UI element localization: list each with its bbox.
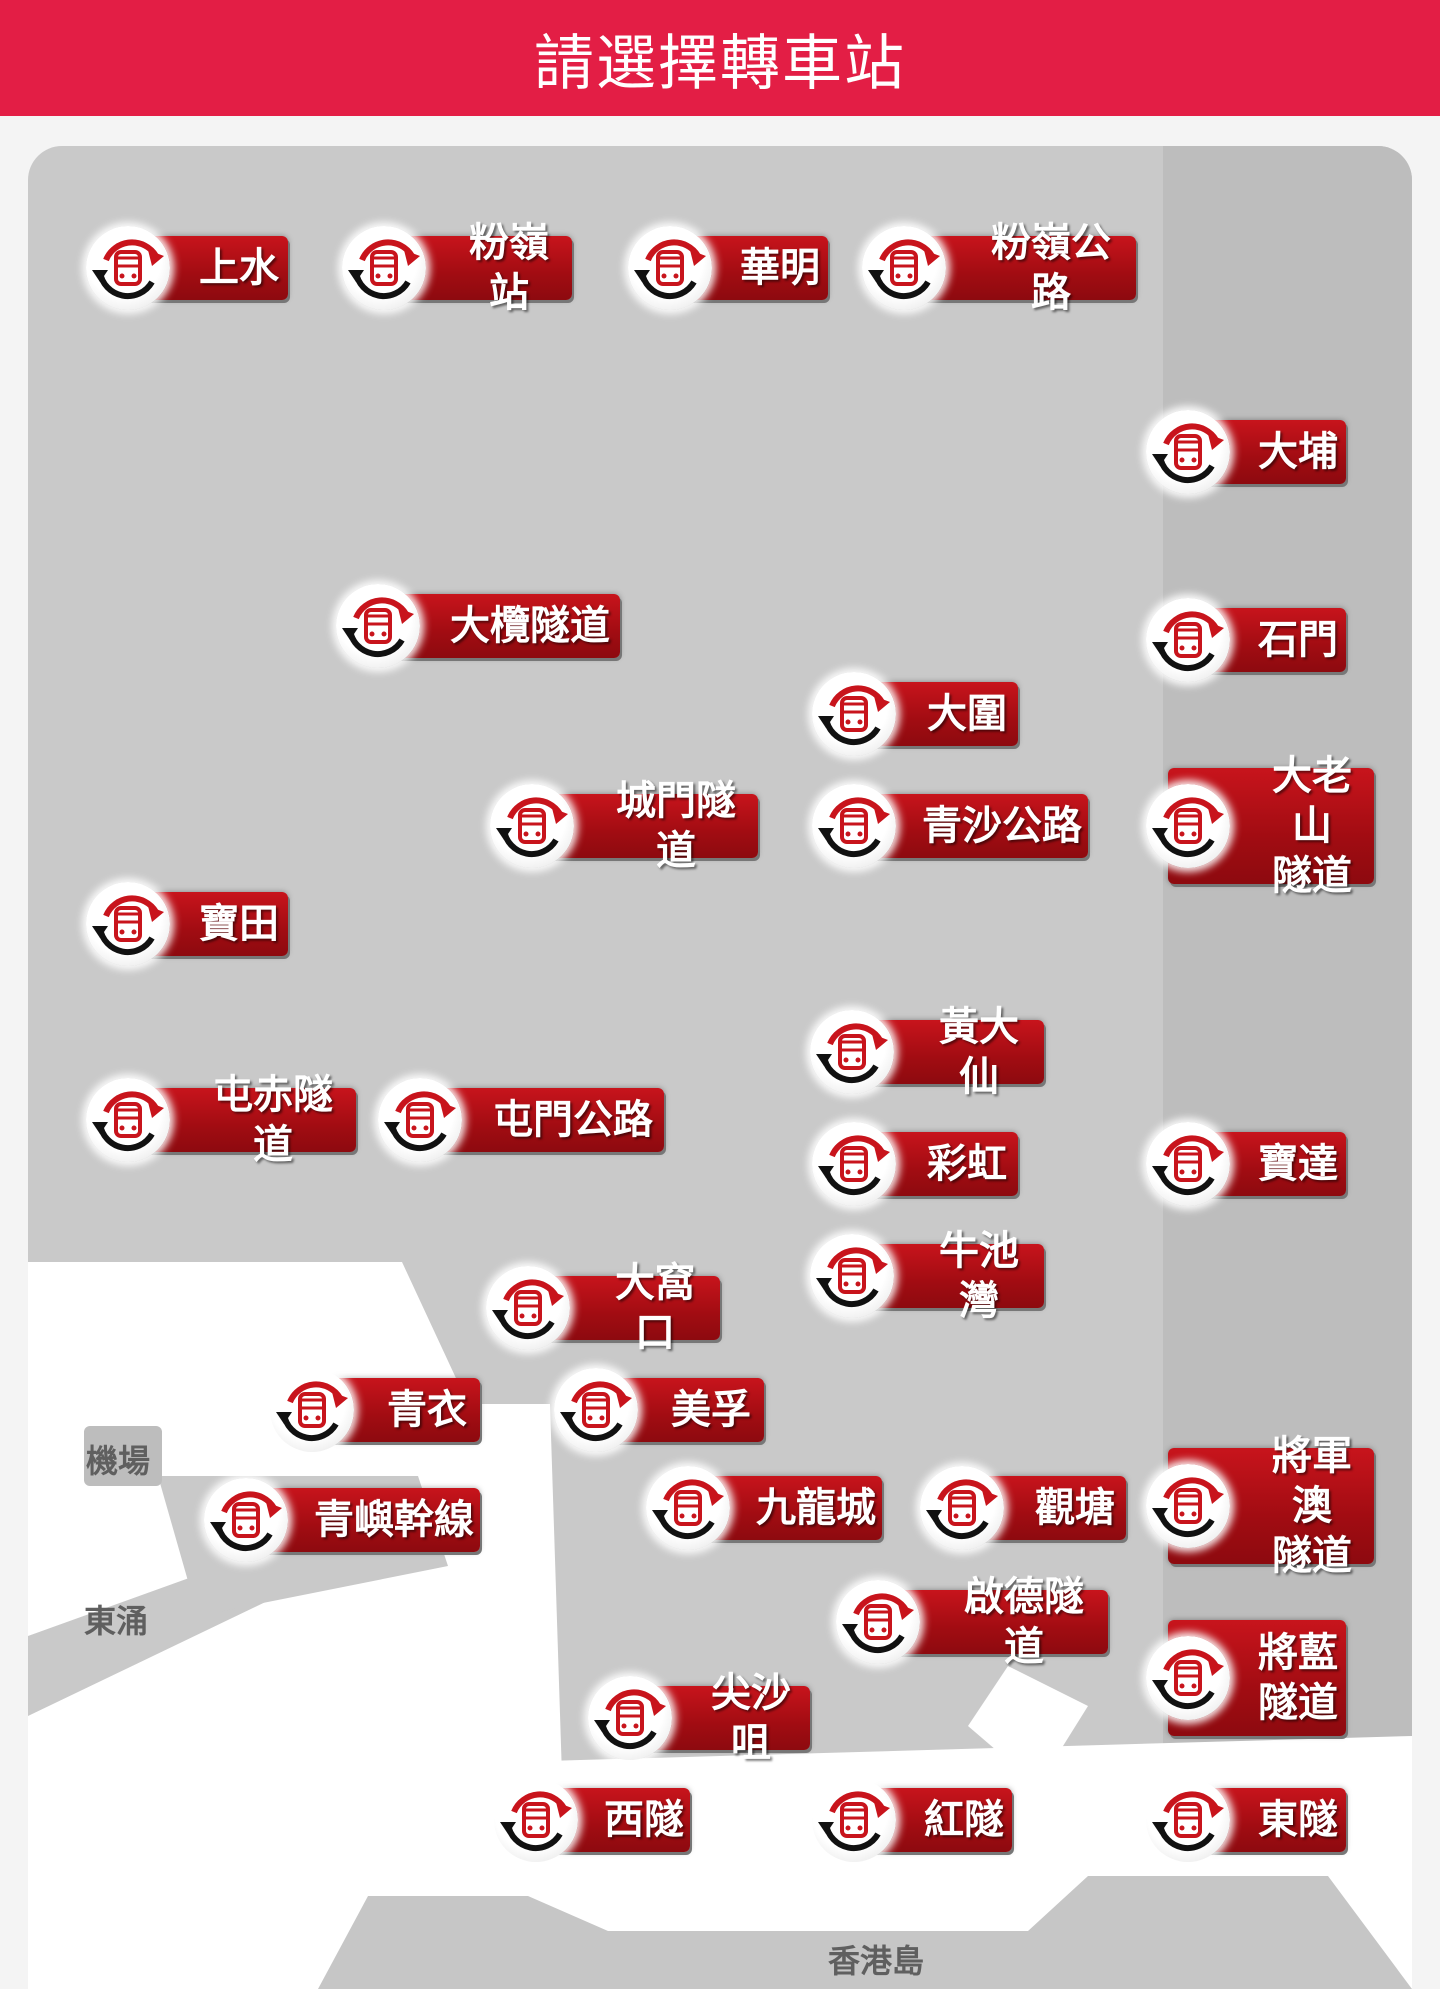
station-button[interactable]: 牛池灣 — [810, 1228, 1044, 1324]
station-button[interactable]: 青沙公路 — [812, 784, 1088, 868]
station-button[interactable]: 屯赤隧道 — [86, 1072, 356, 1168]
station-button[interactable]: 屯門公路 — [378, 1078, 664, 1162]
bus-interchange-icon — [812, 1122, 896, 1206]
page-title: 請選擇轉車站 — [534, 28, 906, 99]
bus-interchange-icon — [812, 672, 896, 756]
station-button[interactable]: 將藍 隧道 — [1146, 1620, 1346, 1736]
station-button[interactable]: 紅隧 — [812, 1778, 1012, 1862]
bus-interchange-icon — [494, 1778, 578, 1862]
station-button[interactable]: 寶田 — [86, 882, 288, 966]
bus-interchange-icon — [920, 1466, 1004, 1550]
bus-interchange-icon — [86, 226, 170, 310]
bus-interchange-icon — [490, 784, 574, 868]
bus-interchange-icon — [486, 1266, 570, 1350]
bus-interchange-icon — [1146, 784, 1230, 868]
bus-interchange-icon — [836, 1580, 920, 1664]
station-button[interactable]: 美孚 — [554, 1368, 764, 1452]
station-button[interactable]: 上水 — [86, 226, 288, 310]
station-button[interactable]: 青衣 — [270, 1368, 480, 1452]
hong-kong-island-label: 香港島 — [828, 1942, 925, 1980]
bus-interchange-icon — [336, 584, 420, 668]
bus-interchange-icon — [86, 1078, 170, 1162]
station-button[interactable]: 西隧 — [494, 1778, 690, 1862]
bus-interchange-icon — [810, 1234, 894, 1318]
station-button[interactable]: 城門隧道 — [490, 778, 758, 874]
station-button[interactable]: 青嶼幹線 — [204, 1478, 480, 1562]
station-button[interactable]: 大窩口 — [486, 1260, 720, 1356]
bus-interchange-icon — [270, 1368, 354, 1452]
airport-marker — [84, 1426, 162, 1486]
bus-interchange-icon — [1146, 1464, 1230, 1548]
station-button[interactable]: 尖沙咀 — [588, 1670, 810, 1766]
bus-interchange-icon — [86, 882, 170, 966]
station-button[interactable]: 粉嶺站 — [342, 220, 572, 316]
station-button[interactable]: 大老山 隧道 — [1146, 753, 1374, 899]
station-button[interactable]: 黃大仙 — [810, 1004, 1044, 1100]
station-button[interactable]: 華明 — [628, 226, 828, 310]
bus-interchange-icon — [862, 226, 946, 310]
airport-label: 機場 — [86, 1442, 151, 1480]
station-button[interactable]: 寶達 — [1146, 1122, 1346, 1206]
bus-interchange-icon — [1146, 598, 1230, 682]
station-button[interactable]: 啟德隧道 — [836, 1574, 1108, 1670]
station-button[interactable]: 大欖隧道 — [336, 584, 620, 668]
bus-interchange-icon — [1146, 410, 1230, 494]
bus-interchange-icon — [646, 1466, 730, 1550]
station-button[interactable]: 粉嶺公路 — [862, 220, 1136, 316]
station-button[interactable]: 東隧 — [1146, 1778, 1346, 1862]
bus-interchange-icon — [628, 226, 712, 310]
bus-interchange-icon — [810, 1010, 894, 1094]
bus-interchange-icon — [342, 226, 426, 310]
bus-interchange-icon — [1146, 1122, 1230, 1206]
station-button[interactable]: 大埔 — [1146, 410, 1346, 494]
bus-interchange-icon — [588, 1676, 672, 1760]
station-button[interactable]: 石門 — [1146, 598, 1346, 682]
bus-interchange-icon — [812, 1778, 896, 1862]
station-button[interactable]: 彩虹 — [812, 1122, 1018, 1206]
bus-interchange-icon — [378, 1078, 462, 1162]
bus-interchange-icon — [812, 784, 896, 868]
station-button[interactable]: 大圍 — [812, 672, 1018, 756]
station-button[interactable]: 觀塘 — [920, 1466, 1126, 1550]
route-map: 機場 東涌 香港島 上水 粉嶺站 華明 粉嶺公路 大埔 大欖隧道 石門 大圍 城… — [28, 146, 1412, 1989]
page-header: 請選擇轉車站 — [0, 0, 1440, 116]
station-button[interactable]: 將軍澳 隧道 — [1146, 1433, 1374, 1579]
bus-interchange-icon — [204, 1478, 288, 1562]
bus-interchange-icon — [1146, 1778, 1230, 1862]
station-button[interactable]: 九龍城 — [646, 1466, 882, 1550]
bus-interchange-icon — [554, 1368, 638, 1452]
tung-chung-label: 東涌 — [84, 1602, 149, 1640]
bus-interchange-icon — [1146, 1636, 1230, 1720]
